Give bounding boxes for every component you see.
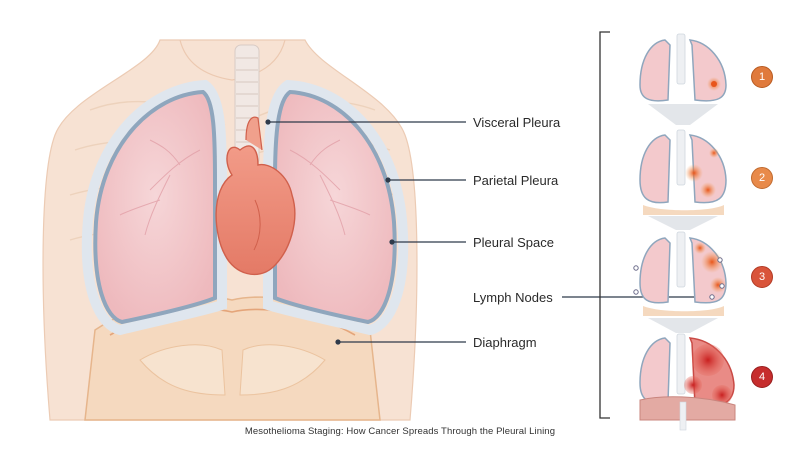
label-lymph-nodes: Lymph Nodes <box>473 290 553 305</box>
stage-badge-1: 1 <box>751 66 773 88</box>
label-parietal-pleura: Parietal Pleura <box>473 173 559 188</box>
stage-badge-4: 4 <box>751 366 773 388</box>
right-lung <box>273 89 397 325</box>
stage-badge-3: 3 <box>751 266 773 288</box>
parietal-pleura <box>81 79 409 336</box>
stage-4-panel <box>639 333 736 431</box>
label-pleural-space: Pleural Space <box>473 235 554 250</box>
leader-lines <box>265 119 715 345</box>
heart <box>215 116 296 276</box>
stage-1-panel <box>639 33 727 125</box>
figure-caption: Mesothelioma Staging: How Cancer Spreads… <box>244 426 556 437</box>
label-diaphragm: Diaphragm <box>473 335 537 350</box>
left-lung <box>93 89 217 325</box>
stage-2-panel <box>639 129 727 230</box>
label-visceral-pleura: Visceral Pleura <box>473 115 561 130</box>
stage-badge-2: 2 <box>751 167 773 189</box>
diaphragm <box>84 296 381 421</box>
stage-3-panel <box>633 231 727 333</box>
stage-bracket <box>599 31 610 419</box>
